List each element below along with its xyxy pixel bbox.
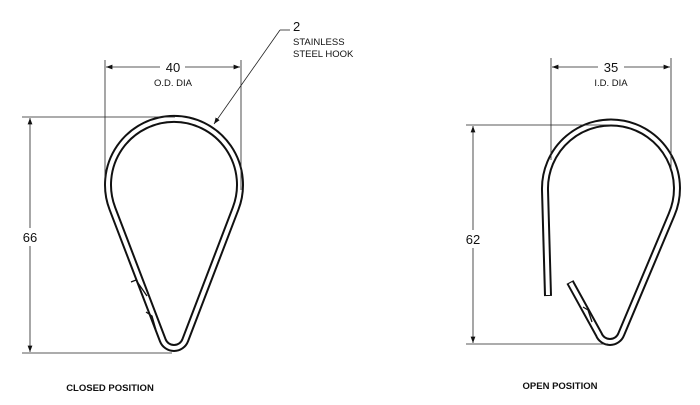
closed-height-dimension: 66 — [22, 116, 175, 354]
open-hook-view: 35 I.D. DIA 62 OPEN POSITION — [466, 58, 681, 392]
callout-line2: STEEL HOOK — [293, 49, 354, 60]
open-height-dimension: 62 — [466, 124, 610, 345]
callout-number: 2 — [293, 19, 300, 34]
closed-width-value: 40 — [166, 60, 180, 75]
open-width-value: 35 — [604, 60, 618, 75]
callout-line1: STAINLESS — [293, 37, 345, 48]
closed-width-dimension: 40 O.D. DIA — [104, 60, 242, 190]
closed-hook-view: 40 O.D. DIA 66 2 STAINLESS STEEL HOOK CL… — [22, 19, 354, 394]
open-hook-shape — [540, 118, 681, 346]
open-height-value: 62 — [466, 232, 480, 247]
closed-caption: CLOSED POSITION — [66, 383, 154, 394]
part-callout: 2 STAINLESS STEEL HOOK — [213, 19, 354, 125]
open-width-label: I.D. DIA — [594, 78, 628, 89]
closed-hook-shape — [104, 114, 244, 352]
closed-width-label: O.D. DIA — [154, 78, 193, 89]
open-caption: OPEN POSITION — [523, 381, 598, 392]
open-width-dimension: 35 I.D. DIA — [550, 58, 672, 170]
closed-height-value: 66 — [23, 230, 37, 245]
